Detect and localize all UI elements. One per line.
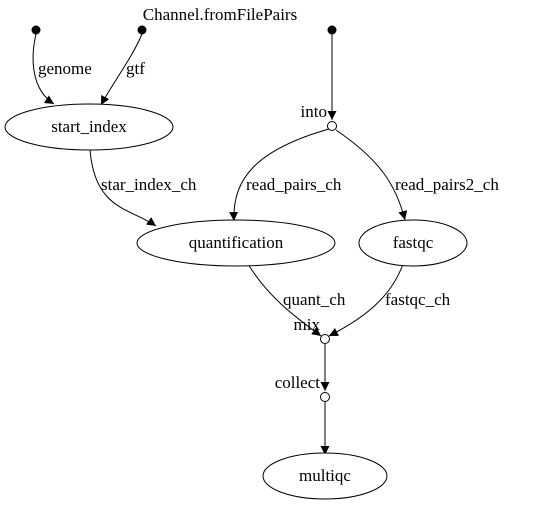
edge-label-fastqc-ch: fastqc_ch <box>385 290 451 309</box>
edge-fastqc-ch <box>328 263 404 337</box>
operator-mix <box>320 334 330 344</box>
operator-collect <box>320 392 330 402</box>
edge-label-read-pairs2-ch: read_pairs2_ch <box>395 175 499 194</box>
edge-label-star-index-ch: star_index_ch <box>101 175 197 194</box>
process-fastqc <box>358 219 468 267</box>
edge-read-pairs-ch <box>229 128 330 222</box>
source-dot-gtf <box>137 25 147 35</box>
operator-label-mix: mix <box>294 315 321 334</box>
process-label-multiqc: multiqc <box>299 466 351 485</box>
edge-label-quant-ch: quant_ch <box>283 290 346 309</box>
process-label-start-index: start_index <box>51 117 127 136</box>
edge-genome <box>32 33 55 105</box>
process-label-quantification: quantification <box>189 233 284 252</box>
operator-label-into: into <box>301 102 327 121</box>
process-quantification <box>136 219 336 267</box>
process-start-index <box>4 103 174 151</box>
process-multiqc <box>262 452 388 500</box>
source-dot-reads <box>327 25 337 35</box>
process-label-fastqc: fastqc <box>393 233 434 252</box>
edge-label-gtf: gtf <box>126 59 145 78</box>
source-dot-genome <box>31 25 41 35</box>
edge-label-genome: genome <box>38 59 92 78</box>
edge-star-index-ch <box>89 149 157 227</box>
edge-gtf <box>100 33 143 106</box>
operator-label-collect: collect <box>275 373 321 392</box>
source-title: Channel.fromFilePairs <box>143 5 297 24</box>
edge-read-pairs2-ch <box>335 129 408 221</box>
edge-label-read-pairs-ch: read_pairs_ch <box>246 175 342 194</box>
edge-quant-ch <box>247 263 322 337</box>
operator-into <box>327 121 337 131</box>
